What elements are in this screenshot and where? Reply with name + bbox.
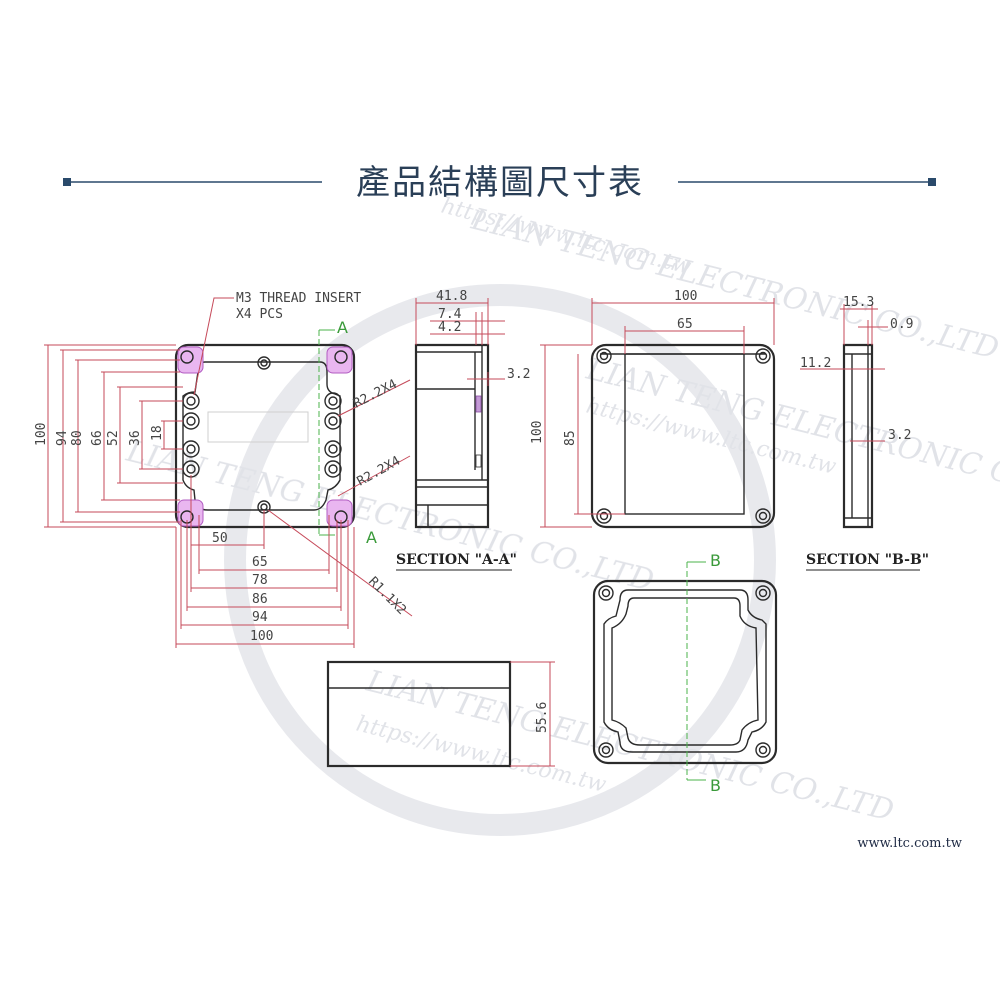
dim-th-86: 86 xyxy=(252,592,268,607)
dim-th-50: 50 xyxy=(212,531,228,546)
dim-bb-3-2: 3.2 xyxy=(888,428,911,443)
dim-tv-66: 66 xyxy=(90,430,105,446)
dim-th-78: 78 xyxy=(252,573,268,588)
section-aa-label: SECTION "A-A" xyxy=(396,552,517,568)
section-label-a-top: A xyxy=(337,318,348,337)
dim-th-65: 65 xyxy=(252,555,268,570)
dim-tv-100: 100 xyxy=(34,423,49,446)
dim-bb-15-3: 15.3 xyxy=(843,295,874,310)
dim-aa-3-2: 3.2 xyxy=(507,367,530,382)
section-label-b-top: B xyxy=(710,551,721,570)
dim-tv-52: 52 xyxy=(106,430,121,446)
dim-tv-94: 94 xyxy=(55,430,70,446)
dim-th-94: 94 xyxy=(252,610,268,625)
top-view-horizontal-dims: 50 65 78 86 94 100 xyxy=(175,475,355,648)
section-label-b-bottom: B xyxy=(710,776,721,795)
dim-fv-100-width: 100 xyxy=(674,289,697,304)
watermark-company-2: LIAN TENG ELECTRONIC CO.,LTD xyxy=(582,352,1000,517)
radius-note-b: R2.2X4 xyxy=(355,454,403,490)
top-view-vertical-dims: 100 94 80 66 52 36 18 xyxy=(34,344,183,528)
bottom-view: B B xyxy=(592,551,778,795)
footer-url[interactable]: www.ltc.com.tw xyxy=(857,836,962,851)
dim-tv-18: 18 xyxy=(150,425,165,441)
dim-aa-4-2: 4.2 xyxy=(438,320,461,335)
radius-note-c: R1.1X2 xyxy=(365,574,409,618)
section-bb-view: 15.3 0.9 11.2 3.2 SECTION "B-B" xyxy=(800,295,929,571)
dim-tv-80: 80 xyxy=(70,430,85,446)
section-label-a-bottom: A xyxy=(366,528,377,547)
title-rule xyxy=(63,178,936,186)
page-title: 產品結構圖尺寸表 xyxy=(356,163,644,203)
dim-th-100: 100 xyxy=(250,629,273,644)
dim-aa-41-8: 41.8 xyxy=(436,289,467,304)
dim-sv-55-6: 55.6 xyxy=(535,702,550,733)
dim-tv-36: 36 xyxy=(128,430,143,446)
dim-fv-85: 85 xyxy=(563,430,578,446)
dim-fv-65: 65 xyxy=(677,317,693,332)
front-view: 100 65 100 85 xyxy=(530,289,776,529)
section-aa-view: 41.8 7.4 4.2 3.2 SECTION "A-A" xyxy=(396,289,530,571)
dim-bb-0-9: 0.9 xyxy=(890,317,913,332)
side-view: 55.6 xyxy=(326,660,555,768)
thread-note-line2: X4 PCS xyxy=(236,307,283,322)
thread-note-line1: M3 THREAD INSERT xyxy=(236,291,361,306)
dim-aa-7-4: 7.4 xyxy=(438,307,462,322)
section-bb-label: SECTION "B-B" xyxy=(806,552,929,568)
dim-fv-100-height: 100 xyxy=(530,421,545,444)
radius-note-a: R2.2X4 xyxy=(351,377,400,412)
dim-bb-11-2: 11.2 xyxy=(800,356,831,371)
